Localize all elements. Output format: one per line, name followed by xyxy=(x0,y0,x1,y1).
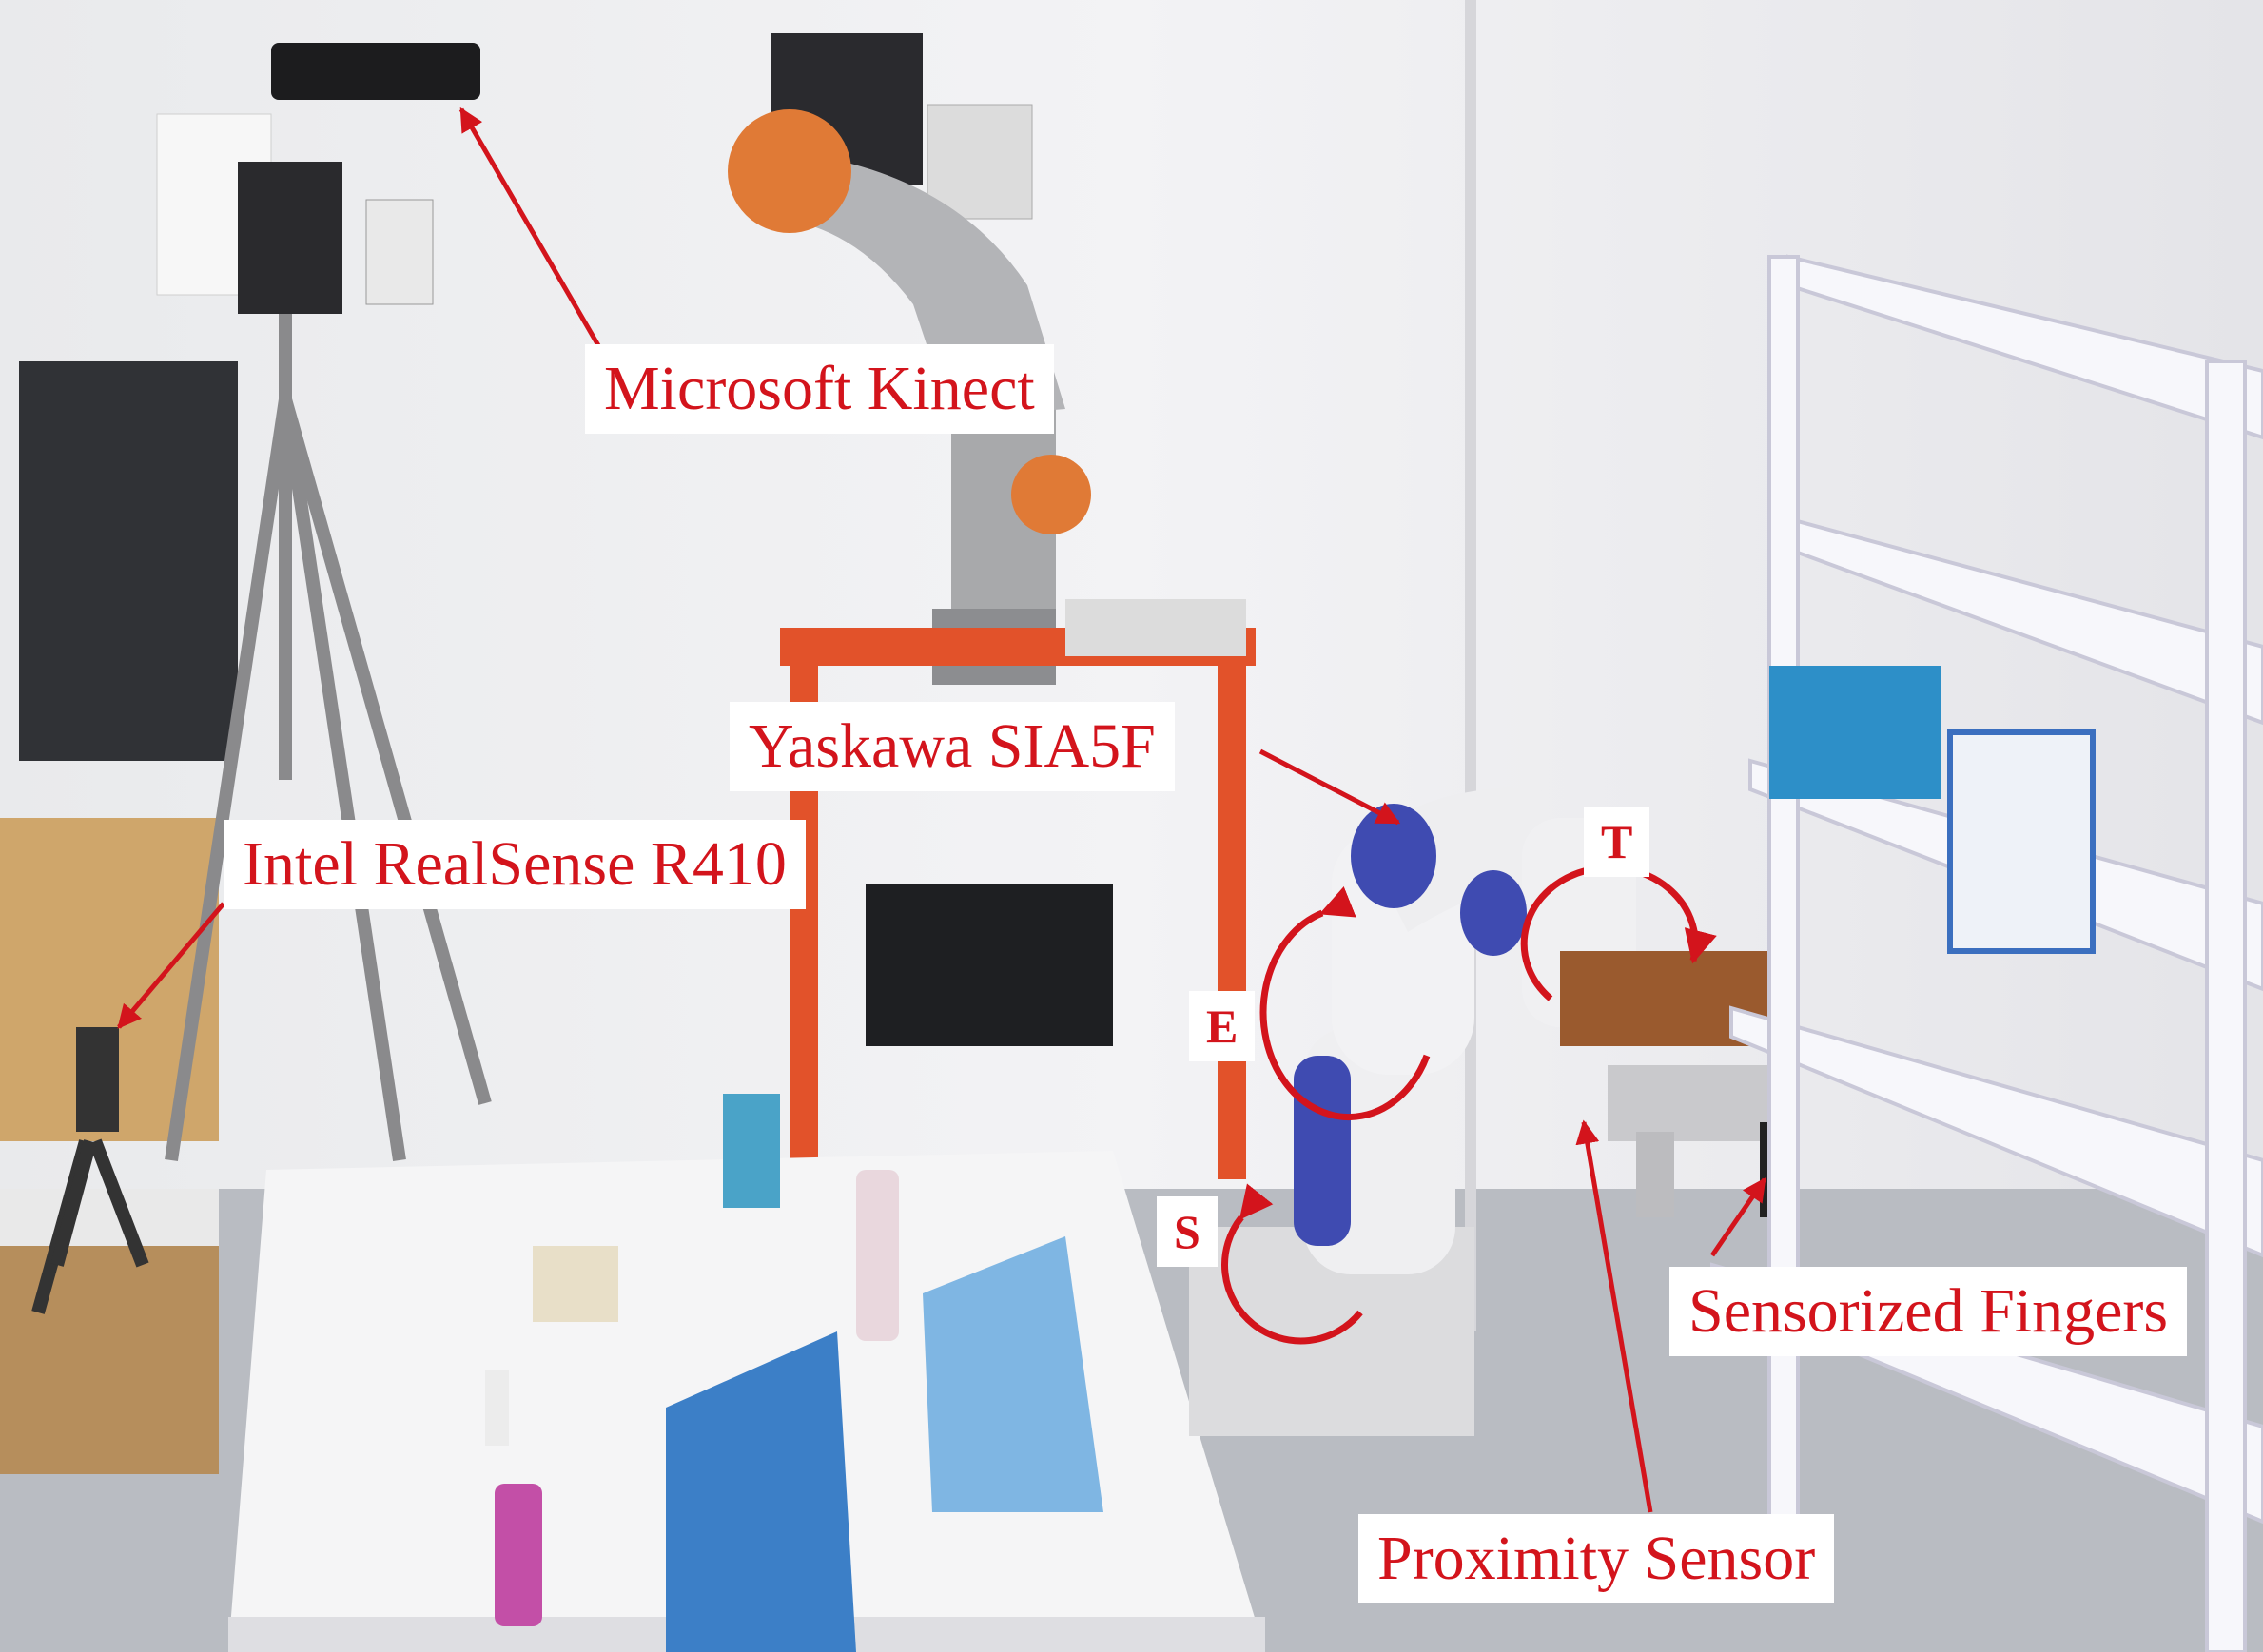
gripper-body xyxy=(1608,1065,1779,1141)
label-sensorized-fingers: Sensorized Fingers xyxy=(1669,1267,2188,1356)
gorilla-pod xyxy=(31,1138,149,1314)
label-joint-e: E xyxy=(1189,991,1256,1061)
box-top xyxy=(0,1189,219,1246)
kinect-sensor xyxy=(271,43,480,100)
monitor xyxy=(19,361,238,761)
arrow-kinect xyxy=(458,107,602,349)
wall-box xyxy=(927,104,1033,220)
prokeep-box xyxy=(1947,729,2096,954)
white-shelf xyxy=(1710,254,2263,1652)
eye-drop-box xyxy=(723,1094,780,1208)
table-fixture xyxy=(1065,599,1246,656)
pc-tower xyxy=(866,884,1113,1046)
finger-left xyxy=(1636,1132,1674,1217)
label-joint-s: S xyxy=(1157,1196,1218,1267)
tripod xyxy=(165,285,492,1162)
realsense-device xyxy=(76,1027,119,1132)
label-yaskawa-sia5f: Yaskawa SIA5F xyxy=(730,702,1175,791)
room-corner xyxy=(1465,0,1476,1331)
label-proximity-sensor: Proximity Sensor xyxy=(1358,1514,1835,1603)
orange-table-leg-r xyxy=(1218,666,1246,1179)
small-vial xyxy=(485,1370,509,1446)
tripod-head xyxy=(238,162,342,314)
callout-arrows xyxy=(117,107,1767,1513)
spray-bottle xyxy=(856,1170,899,1341)
arc-s xyxy=(1220,1183,1363,1345)
small-box xyxy=(533,1246,618,1322)
arc-e xyxy=(1259,885,1431,1120)
detergent-bag-right xyxy=(923,1236,1103,1512)
denk-box xyxy=(1769,666,1941,799)
pink-spray xyxy=(495,1484,542,1626)
arrow-fingers xyxy=(1709,1176,1767,1257)
arrow-yaskawa xyxy=(1258,748,1401,826)
arrow-realsense xyxy=(117,902,225,1029)
label-intel-realsense: Intel RealSense R410 xyxy=(224,820,806,909)
switch-box xyxy=(365,199,434,305)
label-microsoft-kinect: Microsoft Kinect xyxy=(585,344,1054,434)
detergent-bag-left xyxy=(666,1331,856,1652)
arrow-proximity xyxy=(1575,1119,1653,1513)
label-joint-t: T xyxy=(1584,807,1650,877)
